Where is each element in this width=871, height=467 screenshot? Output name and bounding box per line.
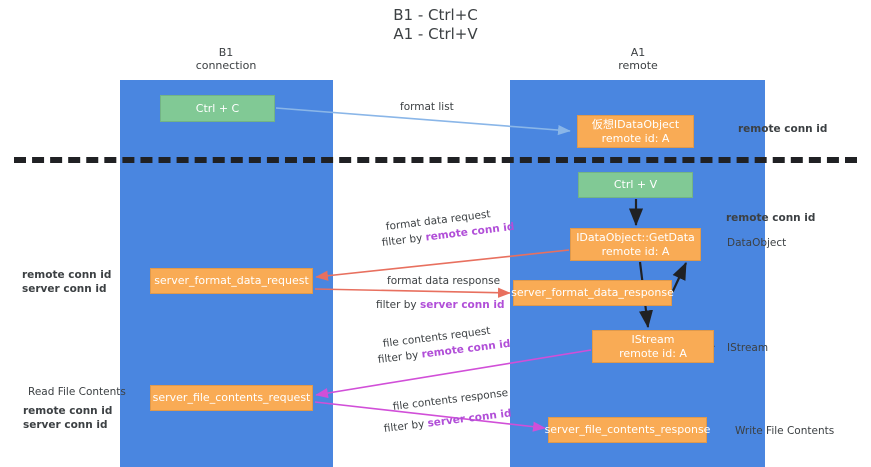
node-server-format-data-request-label: server_format_data_request (154, 274, 309, 287)
diagram-title: B1 - Ctrl+C A1 - Ctrl+V (393, 6, 478, 43)
filter-key-server-conn-id: server conn id (419, 299, 505, 311)
node-istream-label: IStream (631, 332, 675, 346)
side-label-remote-conn-id-top: remote conn id (738, 123, 828, 135)
node-idataobject-getdata-sublabel: remote id: A (601, 244, 670, 258)
side-label-dataobject: DataObject (727, 237, 787, 249)
edge-label-format-data-response: format data response (387, 275, 501, 287)
node-ctrl-v-label: Ctrl + V (613, 178, 658, 191)
node-server-file-contents-request[interactable]: server_file_contents_request (150, 385, 313, 411)
node-server-file-contents-request-label: server_file_contents_request (152, 391, 311, 404)
side-label-left-remote-conn-id-low: remote conn id (23, 405, 113, 417)
node-virtual-idataobject[interactable]: 仮想IDataObject remote id: A (577, 115, 694, 148)
node-server-format-data-response-label: server_format_data_response (511, 286, 674, 299)
side-label-left-server-conn-id-low: server conn id (23, 419, 108, 431)
lane-heading-a1: A1 remote (618, 46, 658, 72)
node-server-format-data-request[interactable]: server_format_data_request (150, 268, 313, 294)
node-server-file-contents-response-label: server_file_contents_response (544, 423, 711, 436)
node-ctrl-v[interactable]: Ctrl + V (578, 172, 693, 198)
node-istream-sublabel: remote id: A (619, 346, 687, 360)
side-label-read-file-contents: Read File Contents (28, 386, 126, 398)
node-ctrl-c[interactable]: Ctrl + C (160, 95, 275, 122)
side-label-istream: IStream (727, 342, 769, 354)
edge-label-format-data-response-filter: filter by server conn id (376, 298, 505, 313)
section-divider (14, 157, 857, 163)
edge-label-format-list: format list (400, 101, 454, 113)
filter-by-text: filter by (377, 348, 423, 366)
filter-by-text: filter by (383, 417, 429, 435)
side-label-left-remote-conn-id-mid: remote conn id (22, 269, 112, 281)
filter-by-text: filter by (381, 231, 427, 249)
side-label-write-file-contents: Write File Contents (735, 425, 835, 437)
arrow-format-data-response (314, 287, 511, 298)
filter-by-text: filter by (376, 299, 420, 311)
node-virtual-idataobject-sublabel: remote id: A (601, 131, 670, 145)
node-server-file-contents-response[interactable]: server_file_contents_response (545, 417, 710, 443)
node-idataobject-getdata-label: IDataObject::GetData (576, 230, 695, 244)
node-idataobject-getdata[interactable]: IDataObject::GetData remote id: A (570, 228, 701, 261)
node-virtual-idataobject-label: 仮想IDataObject (591, 117, 680, 131)
node-server-format-data-response[interactable]: server_format_data_response (511, 280, 674, 306)
filter-key-server-conn-id: server conn id (426, 407, 513, 430)
node-istream[interactable]: IStream remote id: A (592, 330, 714, 363)
side-label-remote-conn-id-mid: remote conn id (726, 212, 816, 224)
lane-heading-b1: B1 connection (195, 46, 257, 72)
node-ctrl-c-label: Ctrl + C (195, 101, 240, 115)
side-label-left-server-conn-id-mid: server conn id (22, 283, 107, 295)
